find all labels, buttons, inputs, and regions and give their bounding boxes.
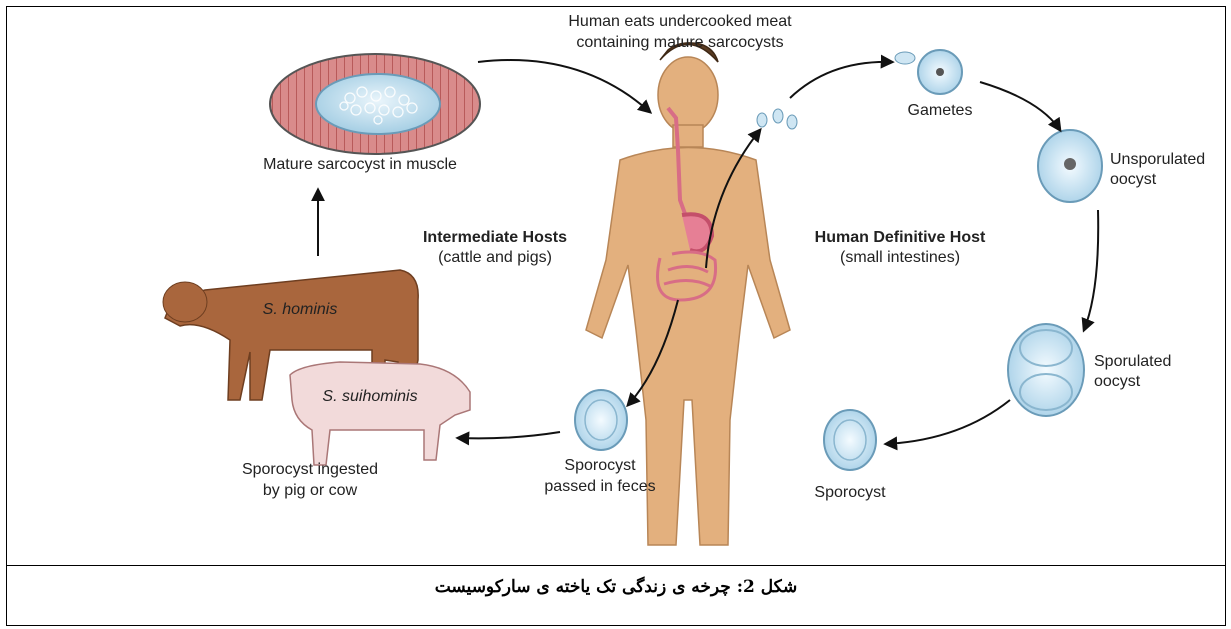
arrow-to-sporocyst [886,400,1010,444]
label-sporulated-l2: oocyst [1094,372,1204,392]
unsporulated-oocyst [1038,130,1102,202]
label-ingested-l2: by pig or cow [220,481,400,501]
label-definitive-sub: (small intestines) [790,248,1010,268]
label-sarcocyst: Mature sarcocyst in muscle [240,155,480,175]
label-sporulated-l1: Sporulated [1094,352,1204,372]
label-unsporulated-l1: Unsporulated [1110,150,1210,170]
label-s-suihominis: S. suihominis [310,387,430,407]
sporulated-oocyst [1008,324,1084,416]
arrow-to-human [478,60,650,112]
pig [290,362,470,465]
sporocyst-passed [575,390,627,450]
label-eats-l2: containing mature sarcocysts [540,33,820,53]
label-gametes: Gametes [880,101,1000,121]
label-s-hominis: S. hominis [240,300,360,320]
label-passed-l1: Sporocyst [530,456,670,476]
label-sporocyst: Sporocyst [795,483,905,503]
arrow-to-sporulated [1084,210,1098,330]
arrow-to-gametes [790,62,892,98]
label-passed-l2: passed in feces [530,477,670,497]
label-unsporulated-l2: oocyst [1110,170,1210,190]
arrow-to-hosts [458,432,560,438]
label-ingested-l1: Sporocyst ingested [220,460,400,480]
label-eats-l1: Human eats undercooked meat [540,12,820,32]
label-intermediate-title: Intermediate Hosts [410,228,580,248]
figure-caption: شکل 2: چرخه ی زندگی تک یاخته ی سارکوسیست [6,577,1226,597]
label-intermediate-sub: (cattle and pigs) [410,248,580,268]
sporocyst-cell [824,410,876,470]
muscle-sarcocyst [270,54,480,154]
label-definitive-title: Human Definitive Host [790,228,1010,248]
